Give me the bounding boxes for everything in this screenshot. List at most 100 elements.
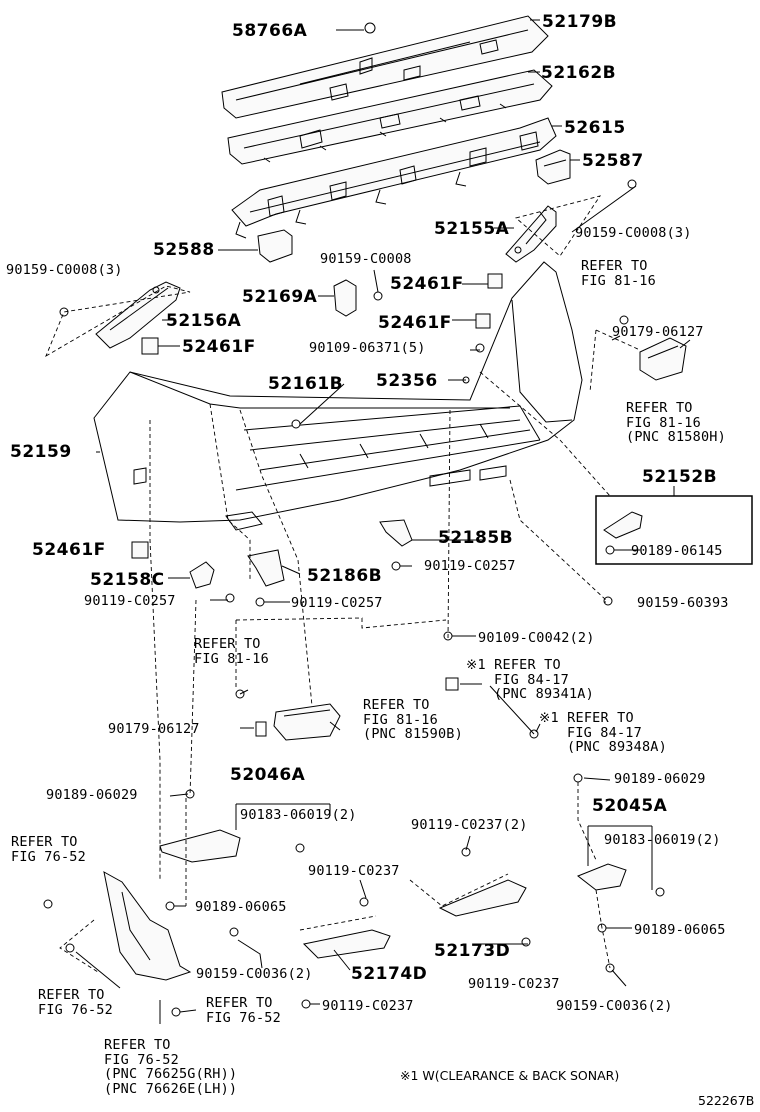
label-52159: 52159 bbox=[10, 442, 72, 462]
refer-line: FIG 76-52 bbox=[104, 1051, 179, 1068]
label-90119-C0257-b: 90119-C0257 bbox=[84, 593, 176, 609]
label-90159-C0008-mid: 90159-C0008 bbox=[320, 251, 412, 267]
label-90183-06019-2-right: 90183-06019(2) bbox=[604, 832, 721, 848]
label-52046A: 52046A bbox=[230, 765, 306, 785]
label-90183-06019-2-left: 90183-06019(2) bbox=[240, 807, 357, 823]
label-90119-C0237-2: 90119-C0237(2) bbox=[411, 817, 528, 833]
absorber-52162B bbox=[227, 69, 553, 165]
leader-lines bbox=[75, 19, 691, 1024]
label-90189-06029-left: 90189-06029 bbox=[46, 787, 138, 803]
label-90159-C0008-3-right: 90159-C0008(3) bbox=[575, 225, 692, 241]
bracket-52155A bbox=[505, 205, 557, 263]
label-90119-C0237-b: 90119-C0237 bbox=[468, 976, 560, 992]
refer-line: FIG 81-16 bbox=[363, 711, 438, 728]
cover-52173D bbox=[438, 879, 527, 917]
label-52045A: 52045A bbox=[592, 796, 668, 816]
refer-fig-81-16-mid: REFER TO FIG 81-16 bbox=[194, 637, 269, 666]
refer-line: FIG 81-16 bbox=[626, 414, 701, 431]
refer-line: FIG 84-17 bbox=[567, 724, 642, 741]
refer-line: FIG 76-52 bbox=[38, 1001, 113, 1018]
refer-line: (PNC 81590B) bbox=[363, 726, 463, 742]
label-52186B: 52186B bbox=[307, 566, 383, 586]
label-90159-C0008-3-left: 90159-C0008(3) bbox=[6, 262, 123, 278]
refer-fig-76-52-pnc-76625G: REFER TO FIG 76-52 (PNC 76625G(RH)) (PNC… bbox=[104, 1038, 237, 1096]
label-90109-06371-5: 90109-06371(5) bbox=[309, 340, 426, 356]
footnote: ※1 W(CLEARANCE & BACK SONAR) bbox=[400, 1068, 620, 1083]
label-90159-60393: 90159-60393 bbox=[637, 595, 729, 611]
refer-fig-76-52-c: REFER TO FIG 76-52 bbox=[206, 996, 281, 1025]
label-52179B: 52179B bbox=[542, 12, 618, 32]
label-52461F-a: 52461F bbox=[390, 274, 464, 294]
figure-id: 522267B bbox=[698, 1093, 755, 1108]
label-52185B: 52185B bbox=[438, 528, 514, 548]
bracket-52158C bbox=[189, 561, 215, 589]
label-52615: 52615 bbox=[564, 118, 626, 138]
label-90189-06065-left: 90189-06065 bbox=[195, 899, 287, 915]
label-90189-06029-right: 90189-06029 bbox=[614, 771, 706, 787]
refer-line: REFER TO bbox=[194, 636, 261, 652]
label-52174D: 52174D bbox=[351, 964, 428, 984]
label-90159-C0036-2-right: 90159-C0036(2) bbox=[556, 998, 673, 1014]
retainer-52169A bbox=[333, 279, 357, 317]
refer-line: ※1 REFER TO bbox=[466, 657, 561, 673]
reinforcement-52179B bbox=[221, 15, 549, 119]
label-52169A: 52169A bbox=[242, 287, 318, 307]
refer-line: (PNC 76626E(LH)) bbox=[104, 1080, 238, 1097]
reflector-right bbox=[639, 337, 687, 381]
label-52587: 52587 bbox=[582, 151, 644, 171]
refer-fig-84-17-pnc-89348A: ※1 REFER TO FIG 84-17 (PNC 89348A) bbox=[539, 711, 667, 755]
label-58766A: 58766A bbox=[232, 21, 308, 41]
bracket-52587 bbox=[535, 149, 571, 185]
refer-line: (PNC 76625G(RH)) bbox=[104, 1066, 238, 1082]
label-52158C: 52158C bbox=[90, 570, 165, 590]
reflector-left bbox=[273, 703, 341, 741]
dashed-guides bbox=[45, 195, 641, 973]
label-52162B: 52162B bbox=[541, 63, 617, 83]
refer-fig-84-17-pnc-89341A: ※1 REFER TO FIG 84-17 (PNC 89341A) bbox=[466, 658, 594, 702]
label-90189-06065-right: 90189-06065 bbox=[634, 922, 726, 938]
cover-52174D bbox=[302, 929, 391, 959]
refer-line: (PNC 81580H) bbox=[626, 429, 726, 445]
refer-fig-81-16-top: REFER TO FIG 81-16 bbox=[581, 259, 656, 288]
label-52155A: 52155A bbox=[434, 219, 510, 239]
label-90109-C0042-2: 90109-C0042(2) bbox=[478, 630, 595, 646]
refer-line: REFER TO bbox=[206, 995, 273, 1011]
label-52152B: 52152B bbox=[642, 467, 718, 487]
label-52461F-d: 52461F bbox=[32, 540, 106, 560]
refer-line: REFER TO bbox=[581, 258, 648, 274]
mudguard bbox=[103, 871, 192, 981]
refer-line: (PNC 89341A) bbox=[494, 686, 594, 702]
label-52173D: 52173D bbox=[434, 941, 511, 961]
refer-line: REFER TO bbox=[626, 400, 693, 416]
absorber-52615 bbox=[231, 117, 557, 239]
refer-line: REFER TO bbox=[38, 987, 105, 1003]
label-90119-C0237-c: 90119-C0237 bbox=[322, 998, 414, 1014]
label-52356: 52356 bbox=[376, 371, 438, 391]
bumper-cover-52159 bbox=[93, 261, 583, 531]
bracket-52045A bbox=[577, 863, 627, 891]
refer-fig-81-16-pnc-81590B: REFER TO FIG 81-16 (PNC 81590B) bbox=[363, 698, 463, 742]
bracket-52046A bbox=[159, 829, 241, 863]
label-90119-C0257-c: 90119-C0257 bbox=[291, 595, 383, 611]
label-52461F-b: 52461F bbox=[378, 313, 452, 333]
refer-line: FIG 81-16 bbox=[581, 272, 656, 289]
label-90189-06145: 90189-06145 bbox=[631, 543, 723, 559]
refer-line: FIG 84-17 bbox=[494, 671, 569, 688]
bracket-52588 bbox=[257, 229, 293, 263]
refer-line: FIG 76-52 bbox=[206, 1009, 281, 1026]
refer-fig-76-52-b: REFER TO FIG 76-52 bbox=[38, 988, 113, 1017]
pads-52461F bbox=[131, 273, 503, 559]
refer-line: ※1 REFER TO bbox=[539, 710, 634, 726]
refer-line: FIG 81-16 bbox=[194, 650, 269, 667]
label-90119-C0257-a: 90119-C0257 bbox=[424, 558, 516, 574]
label-52588: 52588 bbox=[153, 240, 215, 260]
label-90159-C0036-2-left: 90159-C0036(2) bbox=[196, 966, 313, 982]
fasteners bbox=[43, 22, 665, 1017]
label-52156A: 52156A bbox=[166, 311, 242, 331]
label-90179-06127-left: 90179-06127 bbox=[108, 721, 200, 737]
label-52461F-c: 52461F bbox=[182, 337, 256, 357]
refer-line: (PNC 89348A) bbox=[567, 739, 667, 755]
label-90179-06127-right: 90179-06127 bbox=[612, 324, 704, 340]
refer-line: REFER TO bbox=[363, 697, 430, 713]
